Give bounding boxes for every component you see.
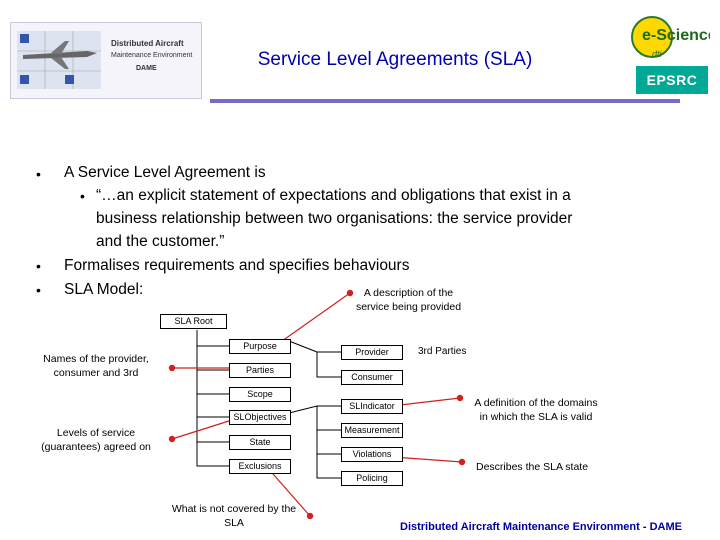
names-note-line2: consumer and 3rd (53, 367, 139, 379)
levels-note: Levels of service (guarantees) agreed on (28, 426, 164, 454)
escience-logo: e-Science dti (630, 12, 717, 62)
scope-node: Scope (229, 387, 291, 402)
bullet-text-1: A Service Level Agreement is (64, 164, 266, 181)
aircraft-icon (17, 31, 101, 89)
provider-node: Provider (341, 345, 403, 360)
slobjectives-node: SLObjectives (229, 410, 291, 425)
dame-logo-line1: Distributed Aircraft (111, 39, 184, 48)
bullet-text-2: Formalises requirements and specifies be… (64, 257, 410, 274)
violations-node: Violations (341, 447, 403, 462)
third-parties-label: 3rd Parties (418, 346, 467, 357)
escience-logo-graphic: e-Science dti (630, 12, 717, 62)
escience-logo-text: e-Science (642, 27, 710, 44)
title-divider (210, 99, 680, 103)
bullet-quote-line3: and the customer.” (96, 233, 225, 250)
not-covered-note-line2: SLA (224, 517, 244, 529)
dame-logo: Distributed Aircraft Maintenance Environ… (10, 22, 202, 99)
footer-text: Distributed Aircraft Maintenance Environ… (400, 521, 682, 533)
domains-note-line2: in which the SLA is valid (479, 411, 593, 423)
exclusions-node: Exclusions (229, 459, 291, 474)
page-title: Service Level Agreements (SLA) (257, 49, 533, 70)
dti-logo-text: dti (652, 49, 663, 59)
description-note-line2: service being provided (355, 301, 462, 313)
bullet-marker: • (36, 166, 41, 182)
dame-logo-line3: DAME (136, 65, 157, 72)
bullet-text-3: SLA Model: (64, 281, 144, 298)
levels-note-line1: Levels of service (56, 427, 136, 439)
sla-root-node: SLA Root (160, 314, 227, 329)
consumer-node: Consumer (341, 370, 403, 385)
epsrc-logo-text: EPSRC (646, 72, 698, 88)
purpose-node: Purpose (229, 339, 291, 354)
bullet-marker: • (36, 258, 41, 274)
not-covered-note-line1: What is not covered by the (171, 503, 297, 515)
names-note: Names of the provider, consumer and 3rd (28, 352, 164, 380)
description-note-line1: A description of the (363, 287, 454, 299)
bullet-marker: • (36, 282, 41, 298)
levels-note-line2: (guarantees) agreed on (41, 441, 151, 453)
sub-bullet-marker: • (80, 188, 85, 204)
measurement-node: Measurement (341, 423, 403, 438)
parties-node: Parties (229, 363, 291, 378)
state-note: Describes the SLA state (476, 461, 589, 473)
policing-node: Policing (341, 471, 403, 486)
not-covered-note: What is not covered by the SLA (160, 502, 308, 530)
slindicator-node: SLIndicator (341, 399, 403, 414)
domains-note: A definition of the domains in which the… (466, 396, 606, 424)
names-note-line1: Names of the provider, (43, 353, 149, 365)
epsrc-logo: EPSRC (636, 66, 708, 94)
domains-note-line1: A definition of the domains (474, 397, 598, 409)
description-note: A description of the service being provi… (346, 286, 471, 314)
bullet-quote-line1: “…an explicit statement of expectations … (96, 187, 571, 204)
state-node: State (229, 435, 291, 450)
dame-logo-line2: Maintenance Environment (111, 52, 193, 59)
bullet-quote-line2: business relationship between two organi… (96, 210, 573, 227)
